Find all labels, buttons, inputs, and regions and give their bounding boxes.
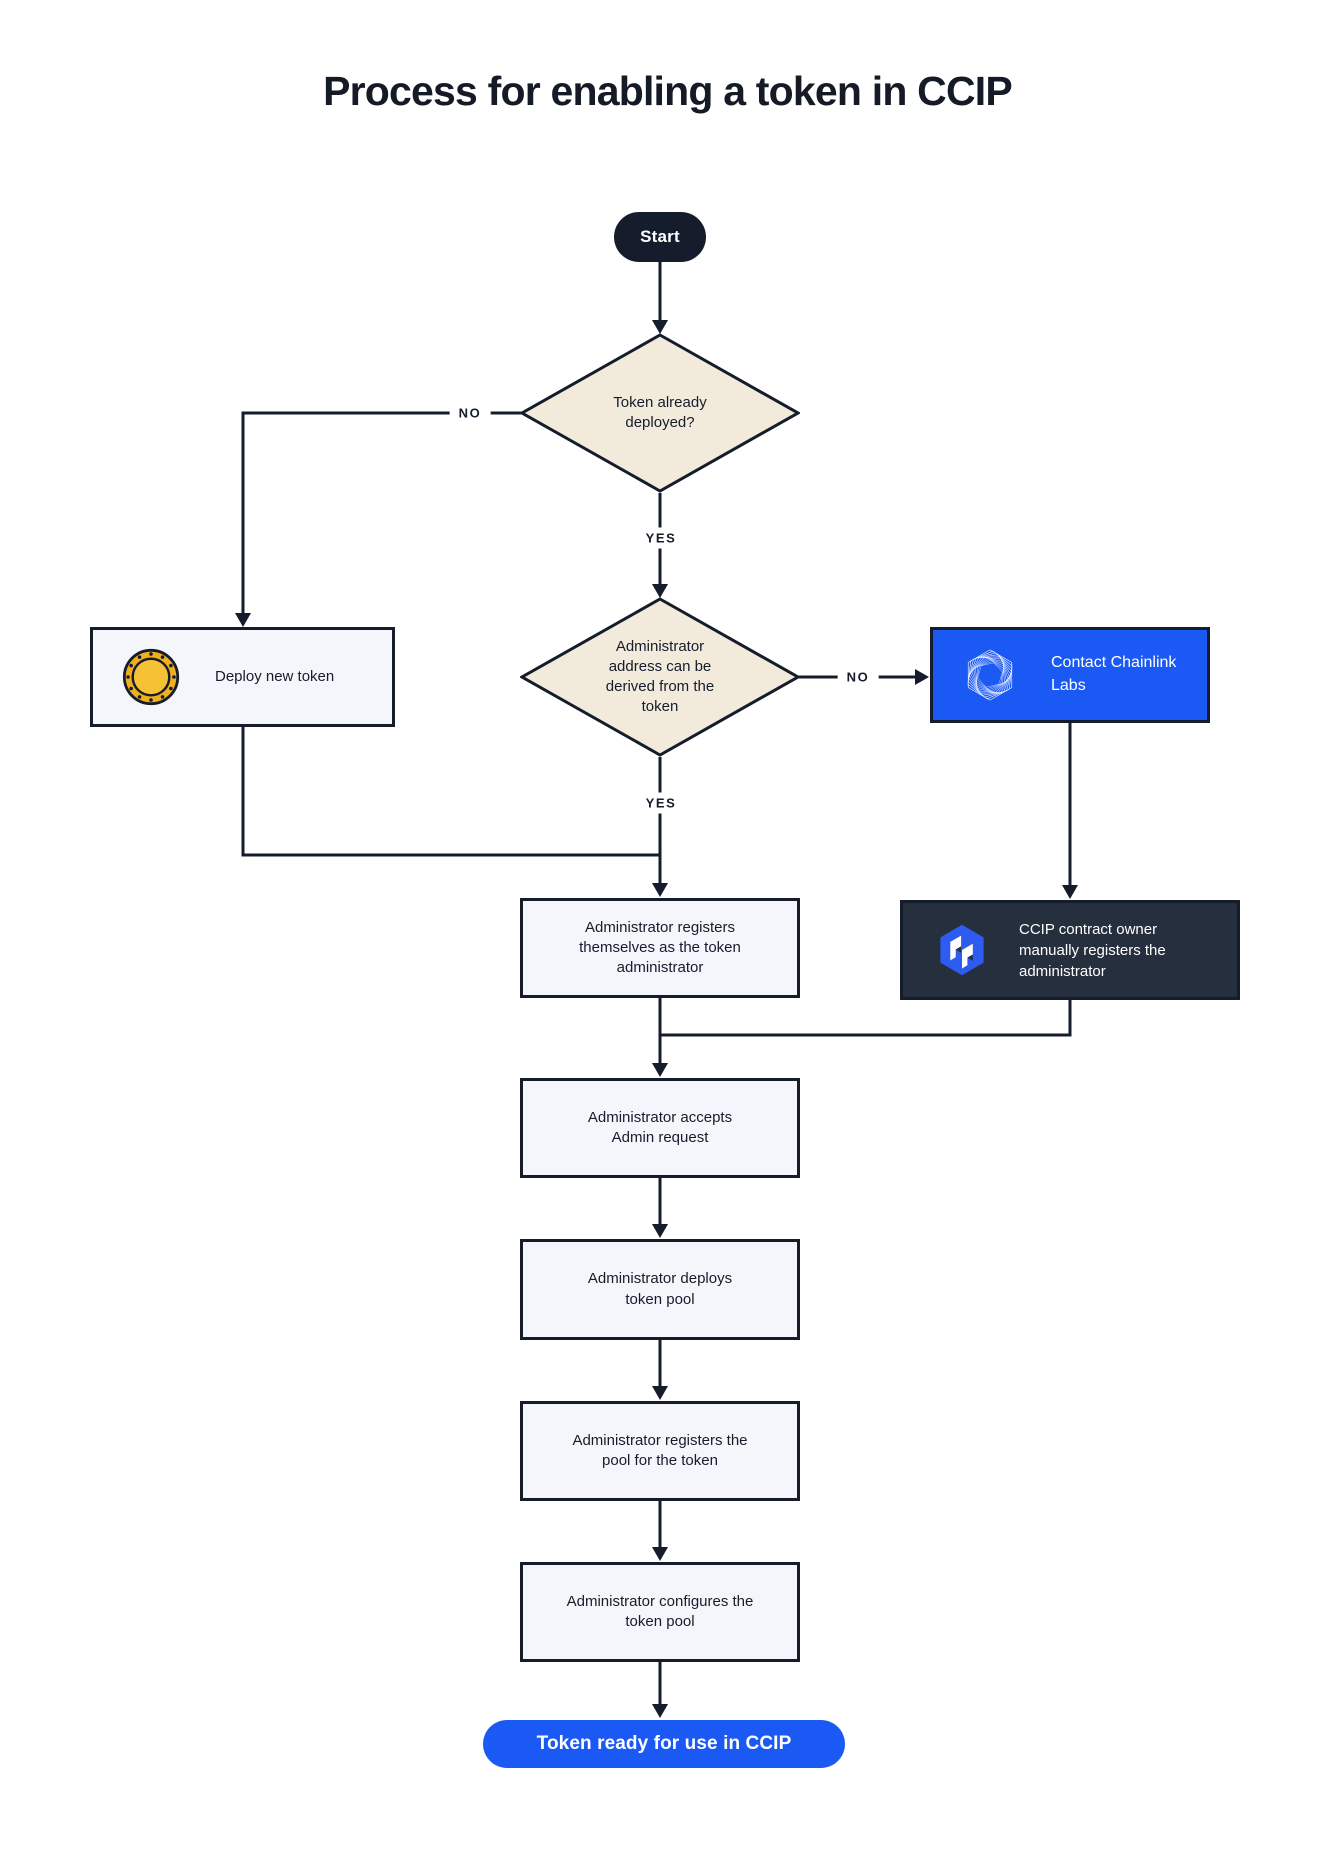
edge-label-no-1: NO	[449, 402, 491, 424]
coin-icon	[122, 648, 180, 706]
diamond-shape	[520, 333, 800, 493]
arrowhead-icon	[652, 1704, 668, 1718]
admin-deploys-pool-label: Administrator deploys token pool	[587, 1270, 733, 1308]
deploy-new-token-node: Deploy new token	[90, 627, 395, 727]
arrowhead-icon	[652, 584, 668, 598]
end-node: Token ready for use in CCIP	[483, 1720, 845, 1768]
admin-configures-pool-node: Administrator configures the token pool	[520, 1562, 800, 1662]
arrowhead-icon	[652, 320, 668, 334]
admin-accepts-request-label: Administrator accepts Admin request	[587, 1108, 733, 1146]
ccip-owner-registers-node: CCIP contract owner manually registers t…	[900, 900, 1240, 1000]
arrowhead-icon	[1062, 885, 1078, 899]
edge-label-yes-2: YES	[636, 792, 686, 814]
contact-chainlink-labs-label: Contact Chainlink Labs	[1051, 654, 1177, 694]
chainlink-labs-icon	[964, 647, 1016, 703]
admin-configures-pool-label: Administrator configures the token pool	[566, 1592, 754, 1630]
ccip-icon	[940, 924, 984, 976]
arrowhead-icon	[652, 1386, 668, 1400]
admin-registers-pool-node: Administrator registers the pool for the…	[520, 1401, 800, 1501]
diamond-shape	[520, 597, 800, 757]
page-title: Process for enabling a token in CCIP	[323, 68, 1013, 114]
deploy-new-token-label: Deploy new token	[215, 667, 335, 685]
decision-token-already-deployed: Token already deployed?	[520, 333, 800, 493]
admin-registers-self-label: Administrator registers themselves as th…	[579, 918, 741, 977]
contact-chainlink-labs-node: Contact Chainlink Labs	[930, 627, 1210, 723]
admin-registers-self-node: Administrator registers themselves as th…	[520, 898, 800, 998]
connector-line	[241, 411, 521, 613]
arrowhead-icon	[235, 613, 251, 627]
start-label: Start	[640, 227, 680, 246]
arrowhead-icon	[652, 883, 668, 897]
start-node: Start	[614, 212, 706, 262]
decision-admin-address-derivable-label: Administrator address can be derived fro…	[605, 638, 715, 715]
connector-line	[660, 1000, 1072, 1037]
arrowhead-icon	[652, 1224, 668, 1238]
arrowhead-icon	[652, 1547, 668, 1561]
decision-token-already-deployed-label: Token already deployed?	[613, 394, 707, 431]
arrowhead-icon	[652, 1063, 668, 1077]
edge-label-no-2: NO	[837, 666, 879, 688]
end-label: Token ready for use in CCIP	[536, 1733, 792, 1754]
arrowhead-icon	[915, 669, 929, 685]
ccip-owner-registers-label: CCIP contract owner manually registers t…	[1019, 920, 1166, 980]
decision-admin-address-derivable: Administrator address can be derived fro…	[520, 597, 800, 757]
edge-label-yes-1: YES	[636, 527, 686, 549]
admin-registers-pool-label: Administrator registers the pool for the…	[572, 1431, 748, 1469]
admin-deploys-pool-node: Administrator deploys token pool	[520, 1239, 800, 1340]
admin-accepts-request-node: Administrator accepts Admin request	[520, 1078, 800, 1178]
